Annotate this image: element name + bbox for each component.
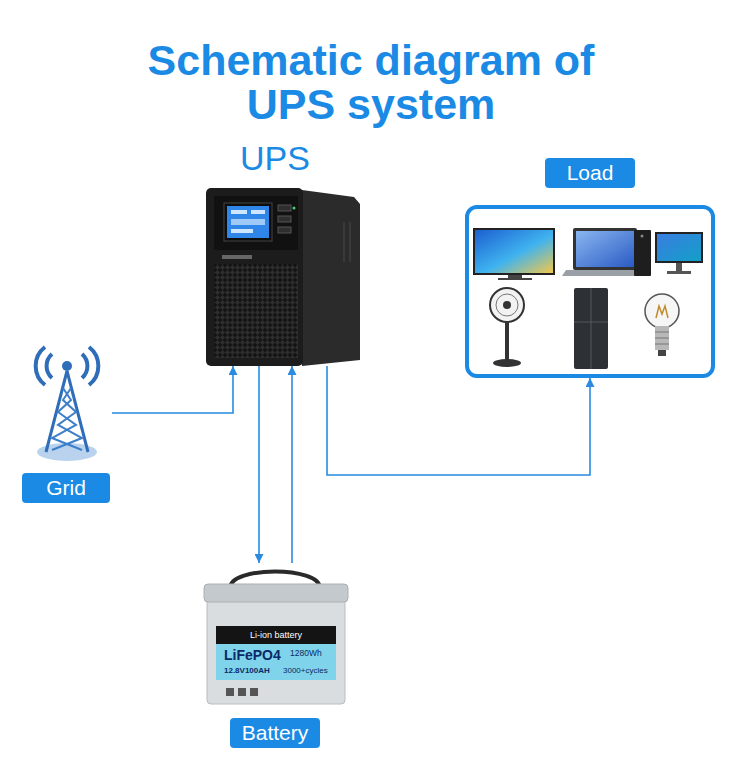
load-appliance-icons-part <box>591 288 592 322</box>
ups-tower-illustration-part <box>222 255 252 259</box>
ups-tower-illustration-part <box>251 210 265 214</box>
load-appliance-icons-part <box>634 230 651 276</box>
load-appliance-icons-part <box>496 294 518 316</box>
load-appliance-icons-part <box>655 232 703 263</box>
ups-tower-illustration-part <box>278 216 291 222</box>
ups-tower-illustration-part <box>278 227 291 233</box>
load-appliance-icons-part <box>655 332 669 333</box>
text-wrap: Grid <box>20 473 112 503</box>
ups-tower-illustration-part <box>231 210 247 214</box>
label-wrap: LiFePO4 <box>224 648 281 662</box>
ups-tower-illustration-part <box>278 205 291 211</box>
text-wrap: UPS <box>205 138 345 178</box>
grid-tower-icon-part <box>52 388 82 450</box>
text-wrap: Load <box>465 158 715 188</box>
node-label: Grid <box>22 473 110 503</box>
grid-tower-icon-part <box>82 354 87 378</box>
label-wrap: Li-ion battery <box>216 626 336 644</box>
node-label: Battery <box>230 718 321 748</box>
load-appliance-icons-part <box>676 263 682 271</box>
title: Schematic diagram of UPS system <box>111 38 631 126</box>
load-appliance-icons <box>473 228 703 369</box>
ups-tower-illustration <box>206 188 360 366</box>
battery-illustration-part <box>216 644 336 680</box>
ups-tower-illustration-part <box>224 203 272 241</box>
load-appliance-icons-part <box>656 306 668 318</box>
grid-tower-icon-part <box>52 388 82 450</box>
load-appliance-icons-part <box>657 234 701 261</box>
grid-tower-icon-part <box>89 347 98 385</box>
load-appliance-icons-part <box>655 344 669 345</box>
labelled-node: Load <box>465 158 715 378</box>
load-appliance-icons-part <box>505 322 509 360</box>
load-appliance-icons-part <box>573 228 637 270</box>
ups-tower-illustration-part <box>214 264 298 358</box>
ups-tower-illustration-part <box>302 190 360 366</box>
ups-tower-illustration-part <box>231 219 265 225</box>
load-appliance-icons-part <box>473 228 555 275</box>
load-appliance-icons-part <box>498 278 532 280</box>
battery-illustration-part <box>207 592 345 704</box>
label-wrap: 12.8V100AH <box>224 667 270 675</box>
load-frame <box>465 205 715 378</box>
load-appliance-icons-part <box>645 294 679 328</box>
battery-illustration-part <box>250 688 258 696</box>
power-connector <box>327 366 590 475</box>
power-connector <box>291 366 293 563</box>
device-heading: UPS <box>240 138 310 178</box>
load-appliance-icons-part <box>667 271 691 274</box>
ups-tower-illustration-part <box>231 229 253 233</box>
power-connector <box>112 366 233 413</box>
battery-label: 3000+cycles <box>283 667 328 675</box>
battery-label: Li-ion battery <box>216 626 336 644</box>
grid-tower-icon-part <box>47 354 52 378</box>
text-wrap: Battery <box>205 718 345 748</box>
label-wrap: 1280Wh <box>290 649 322 658</box>
load-appliance-icons-part <box>591 322 592 369</box>
labelled-node: Grid <box>20 340 112 503</box>
ups-tower-illustration-part <box>343 222 345 262</box>
ups-tower-illustration-part <box>227 206 269 238</box>
load-appliance-icons-part <box>655 326 669 350</box>
battery-illustration-part <box>238 688 246 696</box>
ups-tower-illustration-part <box>349 222 351 262</box>
load-appliance-icons-part <box>655 338 669 339</box>
load-appliance-icons-part <box>508 275 522 278</box>
load-appliance-icons-part <box>641 235 644 238</box>
load-appliance-icons-part <box>574 288 608 369</box>
load-appliance-icons-part <box>475 230 553 273</box>
battery-label: 12.8V100AH <box>224 667 270 675</box>
grid-tower-icon <box>36 347 99 461</box>
load-appliance-icons-part <box>493 359 521 367</box>
load-appliance-icons-part <box>490 288 524 322</box>
load-appliance-icons-part <box>503 301 511 309</box>
power-connector <box>258 366 260 563</box>
node-label: Load <box>545 158 635 188</box>
load-appliance-icons-part <box>576 231 634 267</box>
battery-illustration-part <box>226 688 234 696</box>
ups-tower-illustration-part <box>214 196 298 250</box>
battery-illustration-part <box>204 584 348 602</box>
label-wrap: 3000+cycles <box>283 667 328 675</box>
battery-label: LiFePO4 <box>224 648 281 662</box>
ups-tower-illustration-part <box>293 207 296 210</box>
load-appliance-icons-part <box>658 350 666 356</box>
title-wrap: Schematic diagram of UPS system <box>0 38 742 126</box>
grid-tower-icon-part <box>36 347 45 385</box>
ups-tower-illustration-part <box>206 188 303 366</box>
battery-label: 1280Wh <box>290 649 322 658</box>
grid-tower-icon-part <box>62 361 72 371</box>
battery-illustration-part <box>216 626 336 644</box>
device-node: UPS <box>205 138 360 366</box>
battery-illustration <box>204 572 348 705</box>
